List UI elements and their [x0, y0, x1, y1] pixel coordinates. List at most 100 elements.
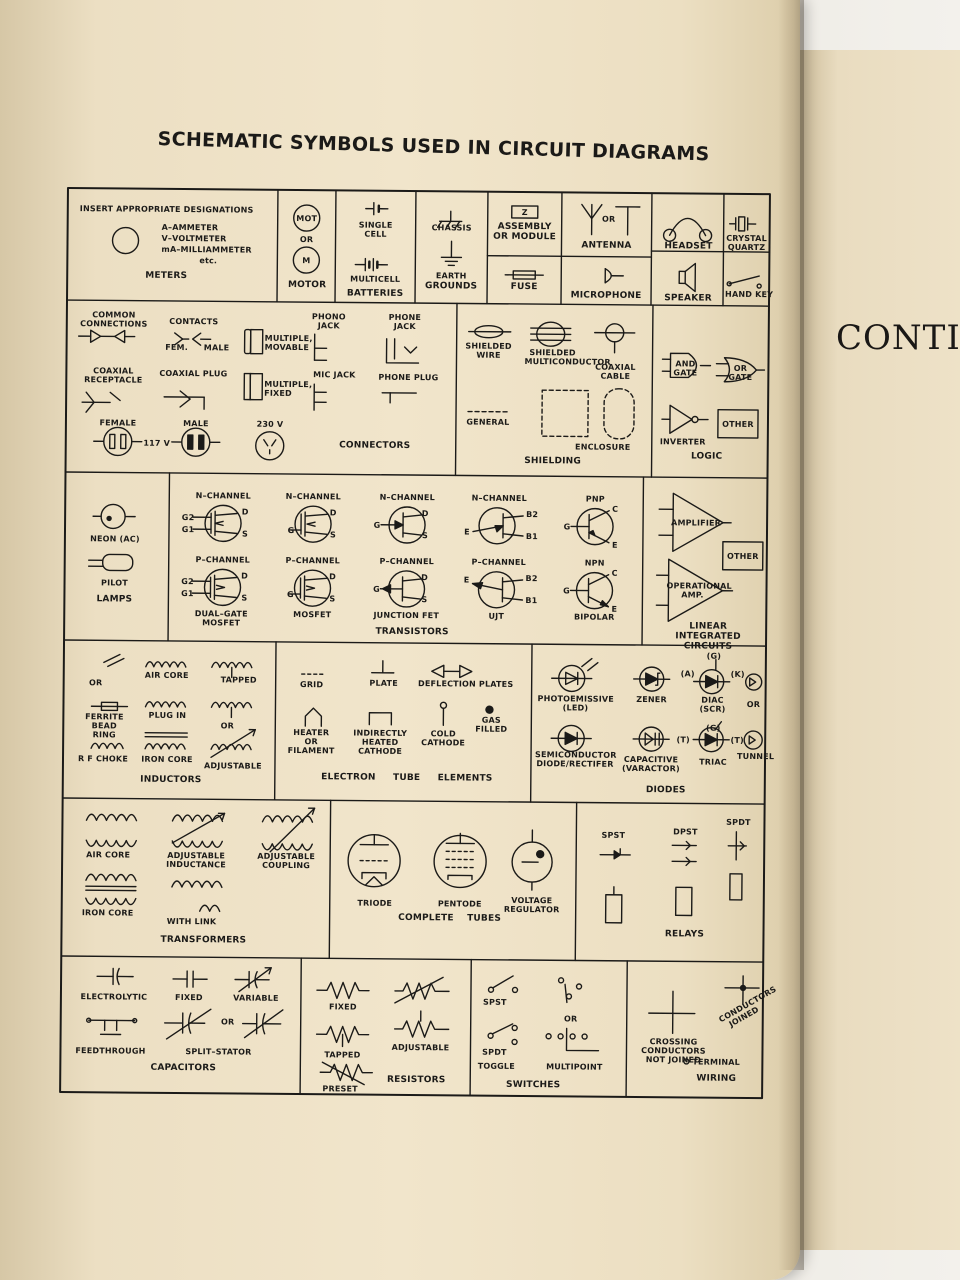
inductors-or-1: OR	[88, 678, 103, 688]
triode-label: TRIODE	[357, 898, 393, 908]
d-label-7: D	[329, 572, 337, 582]
lamps-heading: LAMPS	[96, 594, 133, 605]
117v-label: 117 V	[143, 438, 171, 448]
g2-label-1: G2	[181, 513, 195, 523]
headset-symbol	[662, 217, 713, 243]
g-label-2: G	[287, 525, 295, 536]
plate-symbol	[371, 660, 395, 674]
capacitors-or-label: OR	[220, 1017, 235, 1027]
coaxial-plug-symbol	[163, 390, 205, 410]
switches-or-label: OR	[564, 1014, 578, 1024]
diac-symbol	[692, 658, 731, 695]
switch-multipoint-symbol	[545, 977, 600, 1052]
symbol-chart: INSERT APPROPRIATE DESIGNATIONS A–AMMETE…	[58, 186, 778, 1102]
meters-etc: etc.	[199, 256, 218, 266]
single-cell-symbol	[365, 201, 389, 216]
plug-in-label: PLUG IN	[148, 710, 187, 721]
varactor-symbol	[632, 726, 670, 752]
transistor-mosfet-p	[287, 569, 332, 607]
split-stator-capacitor-alt-symbol	[241, 1009, 284, 1039]
female-label: FEMALE	[99, 418, 137, 428]
linear-heading: LINEAR INTEGRATED CIRCUITS	[675, 621, 741, 652]
pilot-lamp-label: PILOT	[101, 578, 129, 588]
row-divider-4	[61, 797, 766, 805]
triac-g-label: (G)	[706, 723, 721, 733]
relay-spdt-label: SPDT	[726, 817, 751, 827]
speaker-label: SPEAKER	[664, 293, 712, 304]
relay-spdt-symbol	[727, 831, 747, 901]
shielded-wire-symbol	[468, 324, 512, 339]
plate-label: PLATE	[369, 678, 398, 688]
adjustable-coupling-label: ADJUSTABLE COUPLING	[257, 851, 316, 871]
d-label-3: D	[421, 509, 429, 519]
transformer-air-core-symbol	[85, 813, 138, 848]
gas-filled-symbol	[485, 705, 494, 714]
fixed-capacitor-label: FIXED	[175, 992, 203, 1003]
g1-label-1: G1	[181, 525, 195, 535]
capacitors-heading: CAPACITORS	[150, 1062, 217, 1074]
antenna-or: OR	[602, 214, 616, 224]
plug-in-inductor-symbol	[144, 701, 187, 708]
joined-conductors-symbol	[724, 975, 760, 1005]
inductor-air-core-label: AIR CORE	[144, 670, 189, 681]
phono-jack-symbol	[313, 333, 328, 361]
mosfet-label: MOSFET	[293, 609, 332, 620]
male-label: MALE	[183, 419, 209, 429]
coaxial-plug-label: COAXIAL PLUG	[159, 368, 228, 379]
pentode-label: PENTODE	[437, 899, 482, 909]
coaxial-receptacle-symbol	[81, 391, 121, 413]
indirect-cathode-label: INDIRECTLY HEATED CATHODE	[353, 728, 408, 756]
speaker-symbol	[678, 262, 697, 293]
transformer-adjustable-inductance-symbol	[171, 812, 226, 849]
or-gate-label: OR GATE	[728, 363, 753, 382]
s-label-3: S	[421, 531, 428, 541]
diac-alt-symbol	[744, 673, 763, 691]
e-label-9: E	[463, 575, 470, 585]
tapped-inductor-symbol	[211, 661, 253, 679]
transistor-mosfet-n	[288, 505, 332, 543]
headset-label: HEADSET	[664, 241, 713, 252]
electrolytic-label: ELECTROLYTIC	[80, 992, 148, 1002]
transistor-ujt-n	[472, 507, 524, 545]
diac-g-label: (G)	[706, 651, 722, 661]
g-label-8: G	[373, 584, 380, 594]
diac-k-label: (K)	[730, 669, 745, 679]
junction-fet-label: JUNCTION FET	[373, 610, 440, 621]
multicell-symbol	[354, 257, 389, 272]
transistor-dual-gate-p	[191, 568, 242, 607]
ferrite-bead-label: FERRITE BEAD RING	[85, 712, 124, 740]
toggle-label: TOGGLE	[477, 1061, 515, 1071]
neon-lamp-symbol	[92, 503, 136, 530]
feedthrough-label: FEEDTHROUGH	[75, 1046, 146, 1056]
b1-label-1: B1	[525, 532, 539, 542]
g-label-5: G	[563, 522, 571, 532]
meter-symbol	[111, 226, 140, 255]
led-label: PHOTOEMISSIVE (LED)	[537, 694, 615, 713]
adjustable-inductance-label: ADJUSTABLE INDUCTANCE	[166, 850, 226, 870]
hand-key-symbol	[726, 275, 762, 289]
fixed-resistor-symbol	[316, 981, 370, 1000]
transformer-iron-core-symbol	[85, 873, 137, 906]
c-label-1: C	[612, 504, 619, 514]
variable-capacitor-symbol	[234, 967, 272, 993]
single-cell-label: SINGLE CELL	[358, 220, 393, 239]
inductor-tapped-label: TAPPED	[220, 675, 257, 685]
heater-symbol	[304, 707, 323, 727]
right-page-heading: CONTI	[836, 318, 960, 358]
relay-spst-symbol	[599, 848, 631, 924]
voltage-regulator-symbol	[511, 829, 553, 891]
triac-symbol	[692, 721, 730, 753]
batteries-heading: BATTERIES	[346, 288, 404, 299]
complete-tubes-heading: COMPLETE TUBES	[398, 912, 502, 924]
coaxial-cable-symbol	[594, 323, 636, 354]
230v-connector-symbol	[255, 431, 285, 461]
switch-spdt-symbol	[487, 1023, 518, 1046]
multipoint-label: MULTIPOINT	[546, 1062, 603, 1072]
rf-choke-symbol	[90, 742, 124, 750]
adjustable-resistor-label: ADJUSTABLE	[391, 1042, 450, 1053]
crystal-label: CRYSTAL QUARTZ	[726, 233, 767, 253]
tapped-inductor-symbol-2	[210, 701, 253, 719]
split-stator-capacitor-symbol	[164, 1008, 212, 1040]
enclosure-rect-symbol	[541, 389, 589, 438]
fixed-resistor-label: FIXED	[328, 1002, 357, 1012]
